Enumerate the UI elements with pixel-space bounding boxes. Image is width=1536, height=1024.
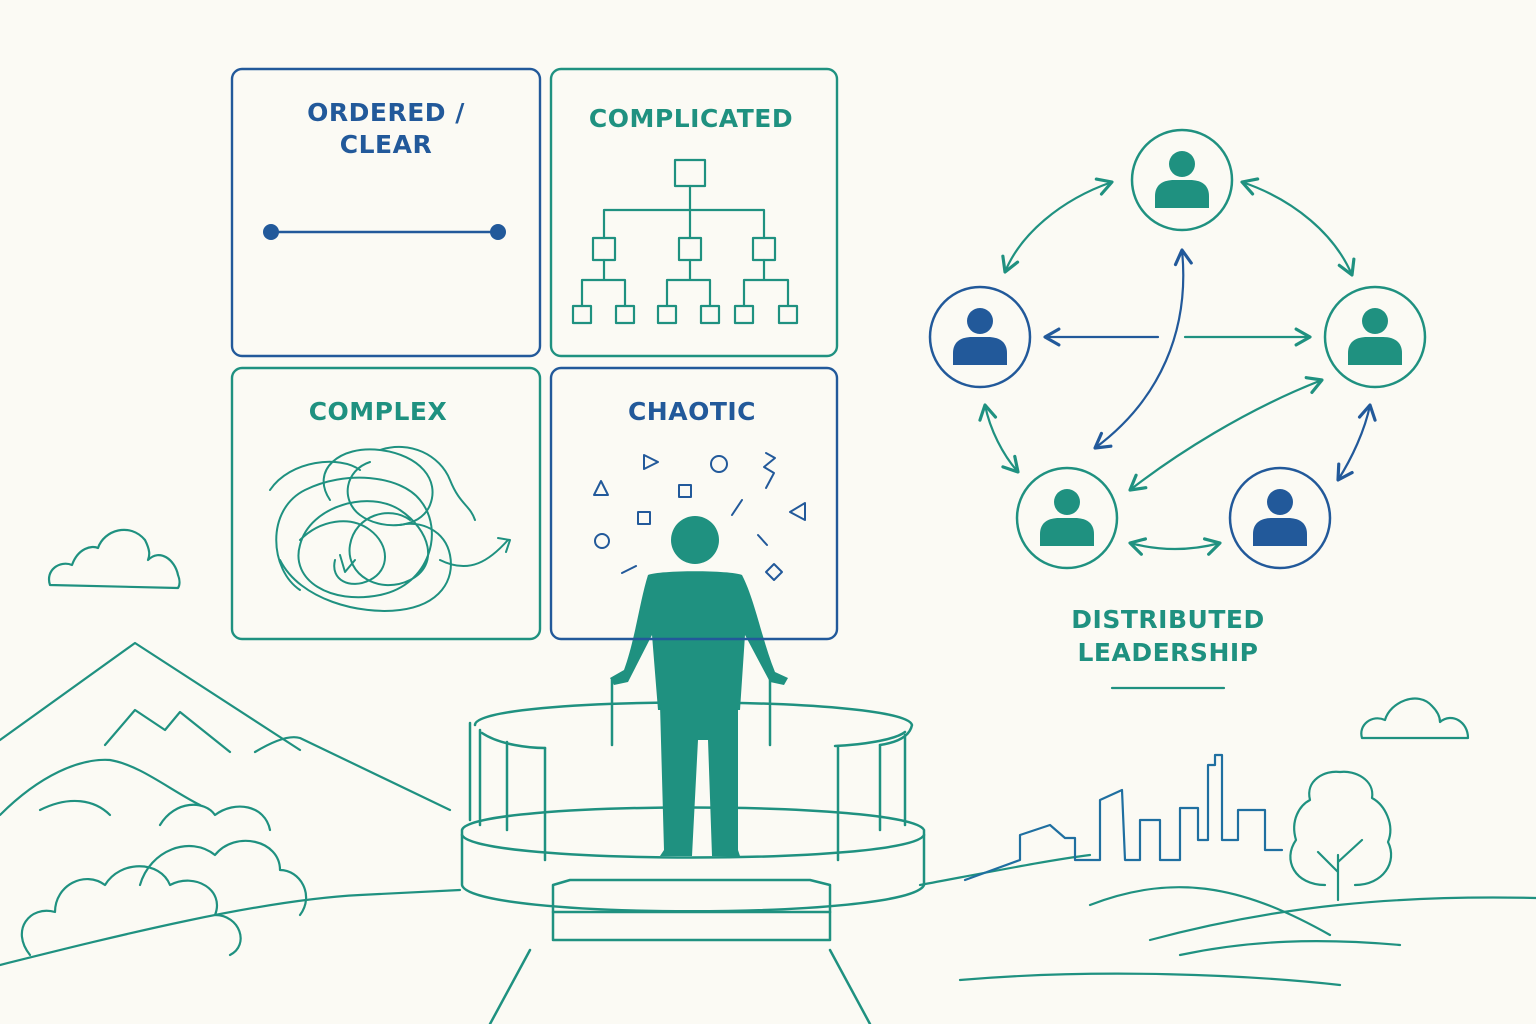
quadrant-complex: COMPLEX — [230, 366, 542, 641]
hierarchy-tree-icon — [571, 158, 799, 325]
observation-platform — [460, 678, 926, 1024]
connection-left-bottom-left — [978, 403, 1020, 474]
quadrant-frame — [230, 366, 542, 641]
network-nodes — [928, 128, 1427, 570]
person-node-right — [1323, 285, 1427, 389]
cloud-left — [47, 528, 181, 590]
connection-top-right — [1240, 177, 1356, 277]
person-node-top — [1130, 128, 1234, 232]
person-icon — [1253, 489, 1307, 546]
tangled-path-icon — [269, 445, 511, 612]
network-label-line-1: DISTRIBUTED — [1071, 605, 1264, 634]
quadrant-frame — [549, 366, 839, 641]
distributed-leadership-network: DISTRIBUTED LEADERSHIP — [928, 128, 1427, 690]
quadrant-label: COMPLICATED — [589, 104, 793, 133]
person-icon — [953, 308, 1007, 365]
quadrant-label: COMPLEX — [309, 397, 448, 426]
quadrant-frame — [230, 67, 542, 358]
person-figure — [610, 516, 788, 856]
cloud-right — [1360, 697, 1470, 740]
connection-bottom — [1128, 537, 1222, 556]
hills — [0, 853, 1536, 987]
connection-right-bottom-left — [1128, 376, 1324, 492]
person-icon — [1040, 489, 1094, 546]
connection-top-left — [1001, 177, 1114, 274]
landscape — [0, 528, 1536, 987]
quadrant-ordered-clear: ORDERED / CLEAR — [230, 67, 542, 358]
person-node-left — [928, 285, 1032, 389]
person-icon — [1348, 308, 1402, 365]
person-node-bottom-right — [1228, 466, 1332, 570]
quadrant-complicated: COMPLICATED — [549, 67, 839, 358]
city-skyline — [963, 753, 1284, 882]
connection-right-bottom-right — [1336, 403, 1377, 482]
person-node-bottom-left — [1015, 466, 1119, 570]
tree — [1289, 770, 1393, 902]
straight-line-icon — [263, 224, 506, 240]
network-label-line-2: LEADERSHIP — [1078, 638, 1259, 667]
quadrant-label-line-2: CLEAR — [340, 130, 432, 159]
bushes — [20, 803, 308, 957]
cynefin-framework: ORDERED / CLEAR COMPLICATED — [230, 67, 839, 641]
quadrant-label-line-1: ORDERED / — [307, 98, 465, 127]
network-connections — [978, 177, 1377, 556]
person-icon — [1155, 151, 1209, 208]
quadrant-chaotic: CHAOTIC — [549, 366, 839, 641]
quadrant-frame — [549, 67, 839, 358]
connection-top-bottom-left — [1093, 248, 1193, 450]
quadrant-label: CHAOTIC — [628, 397, 756, 426]
scattered-shapes-icon — [593, 452, 806, 581]
mountains — [0, 641, 452, 817]
